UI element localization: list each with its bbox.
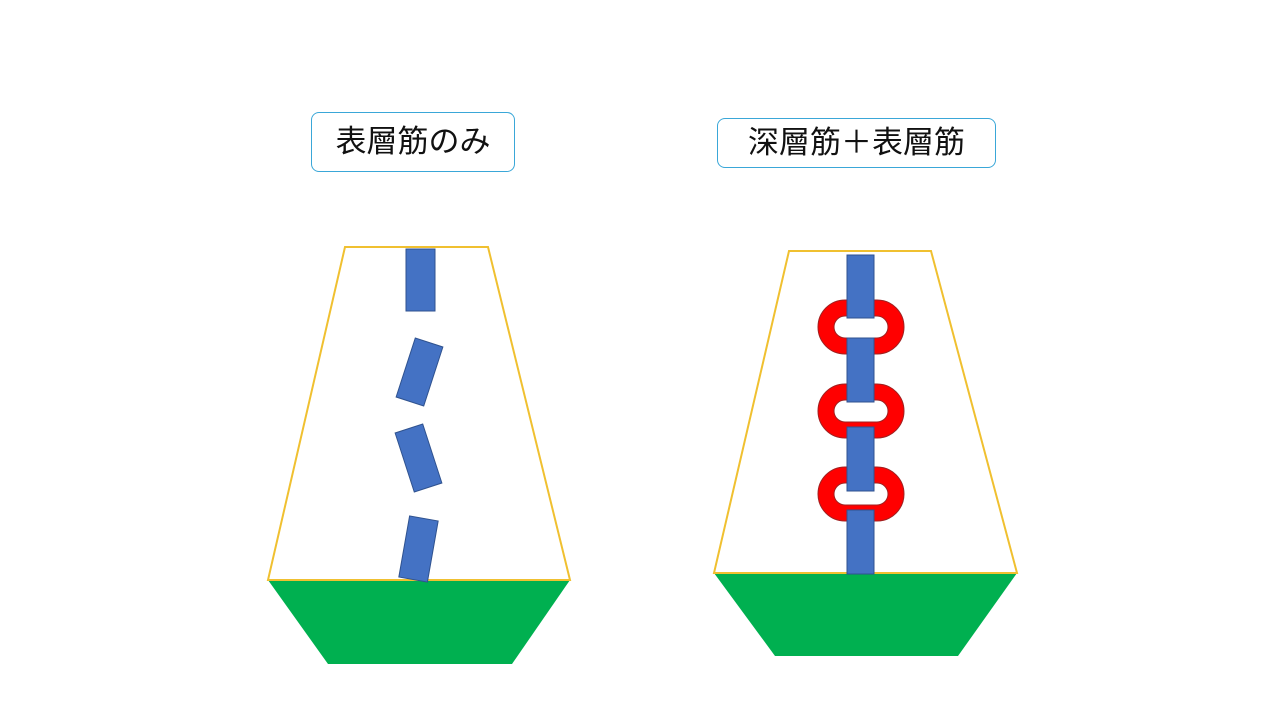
figure-deep-plus-surface (712, 250, 1019, 656)
ring-3 (817, 466, 905, 522)
right-segment-3 (846, 426, 875, 492)
left-base (268, 580, 570, 664)
figure-surface-only (266, 246, 572, 664)
right-trunk-outline (712, 250, 1019, 574)
left-trunk-outline (266, 246, 572, 581)
right-segment-1 (846, 254, 875, 319)
left-segment-2 (395, 337, 444, 407)
left-segment-3 (394, 423, 443, 493)
label-surface-muscle-only: 表層筋のみ (311, 112, 515, 172)
ring-2 (817, 383, 905, 439)
right-base (714, 573, 1017, 656)
left-segment-1 (405, 248, 436, 312)
right-segment-2 (846, 337, 875, 403)
right-segment-4 (846, 509, 875, 575)
label-deep-plus-surface-muscle: 深層筋＋表層筋 (717, 118, 996, 168)
left-segment-4 (398, 515, 439, 583)
ring-1 (817, 299, 905, 355)
